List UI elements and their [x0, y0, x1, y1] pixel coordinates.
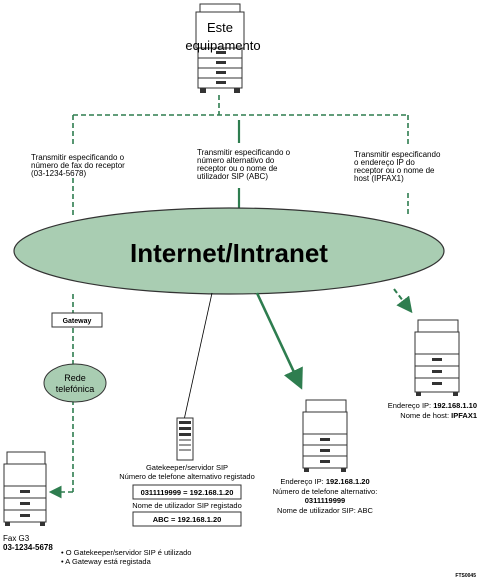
center-alt-label: Número de telefone alternativo:	[273, 487, 378, 496]
top-machine-icon	[195, 3, 245, 93]
gatekeeper-entry-box-1	[132, 484, 242, 500]
fax-path	[48, 294, 74, 499]
gatekeeper-entry-1: 0311119999 = 192.168.1.20	[141, 488, 234, 497]
right-host-line: Nome de host: IPFAX1	[400, 411, 477, 420]
right-machine-icon	[414, 319, 460, 396]
phone-network-label-2: telefónica	[56, 384, 95, 394]
gatekeeper-subtitle: Número de telefone alternativo registado	[119, 472, 255, 481]
fax-number: 03-1234-5678	[3, 543, 53, 552]
caption-left: Transmitir especificando o número de fax…	[31, 153, 127, 178]
top-machine-label-2: equipamento	[185, 38, 260, 53]
note-1: • O Gatekeeper/servidor SIP é utilizado	[61, 548, 191, 557]
network-label: Internet/Intranet	[130, 238, 328, 268]
fax-machine-icon	[3, 451, 47, 526]
gatekeeper-middle: Nome de utilizador SIP registado	[132, 501, 242, 510]
gatekeeper-entry-box-2	[132, 511, 242, 527]
server-icon	[176, 417, 194, 461]
caption-center: Transmitir especificando o número altern…	[197, 148, 292, 181]
center-sip-line: Nome de utilizador SIP: ABC	[277, 506, 373, 515]
connection-lines	[72, 95, 409, 215]
arrow-center-machine	[255, 292, 303, 390]
phone-network-ellipse	[43, 363, 107, 403]
center-alt-value: 0311119999	[305, 496, 345, 505]
gatekeeper-title: Gatekeeper/servidor SIP	[146, 463, 228, 472]
internet-ellipse	[13, 207, 445, 295]
phone-network-label-1: Rede	[64, 373, 86, 383]
gatekeeper-line	[183, 292, 213, 421]
fax-label: Fax G3	[3, 534, 30, 543]
arrow-right-machine	[393, 288, 413, 314]
gateway-label: Gateway	[63, 318, 92, 325]
caption-right: Transmitir especificando o endereço IP d…	[354, 150, 443, 183]
right-ip-line: Endereço IP: 192.168.1.10	[388, 401, 477, 410]
center-ip-line: Endereço IP: 192.168.1.20	[280, 477, 369, 486]
figure-code: FTS0045	[455, 573, 476, 579]
top-machine-label-1: Este	[207, 20, 233, 35]
gateway-box	[51, 312, 103, 328]
center-machine-icon	[302, 399, 348, 472]
gatekeeper-entry-2: ABC = 192.168.1.20	[153, 515, 222, 524]
note-2: • A Gateway está registada	[61, 557, 152, 566]
